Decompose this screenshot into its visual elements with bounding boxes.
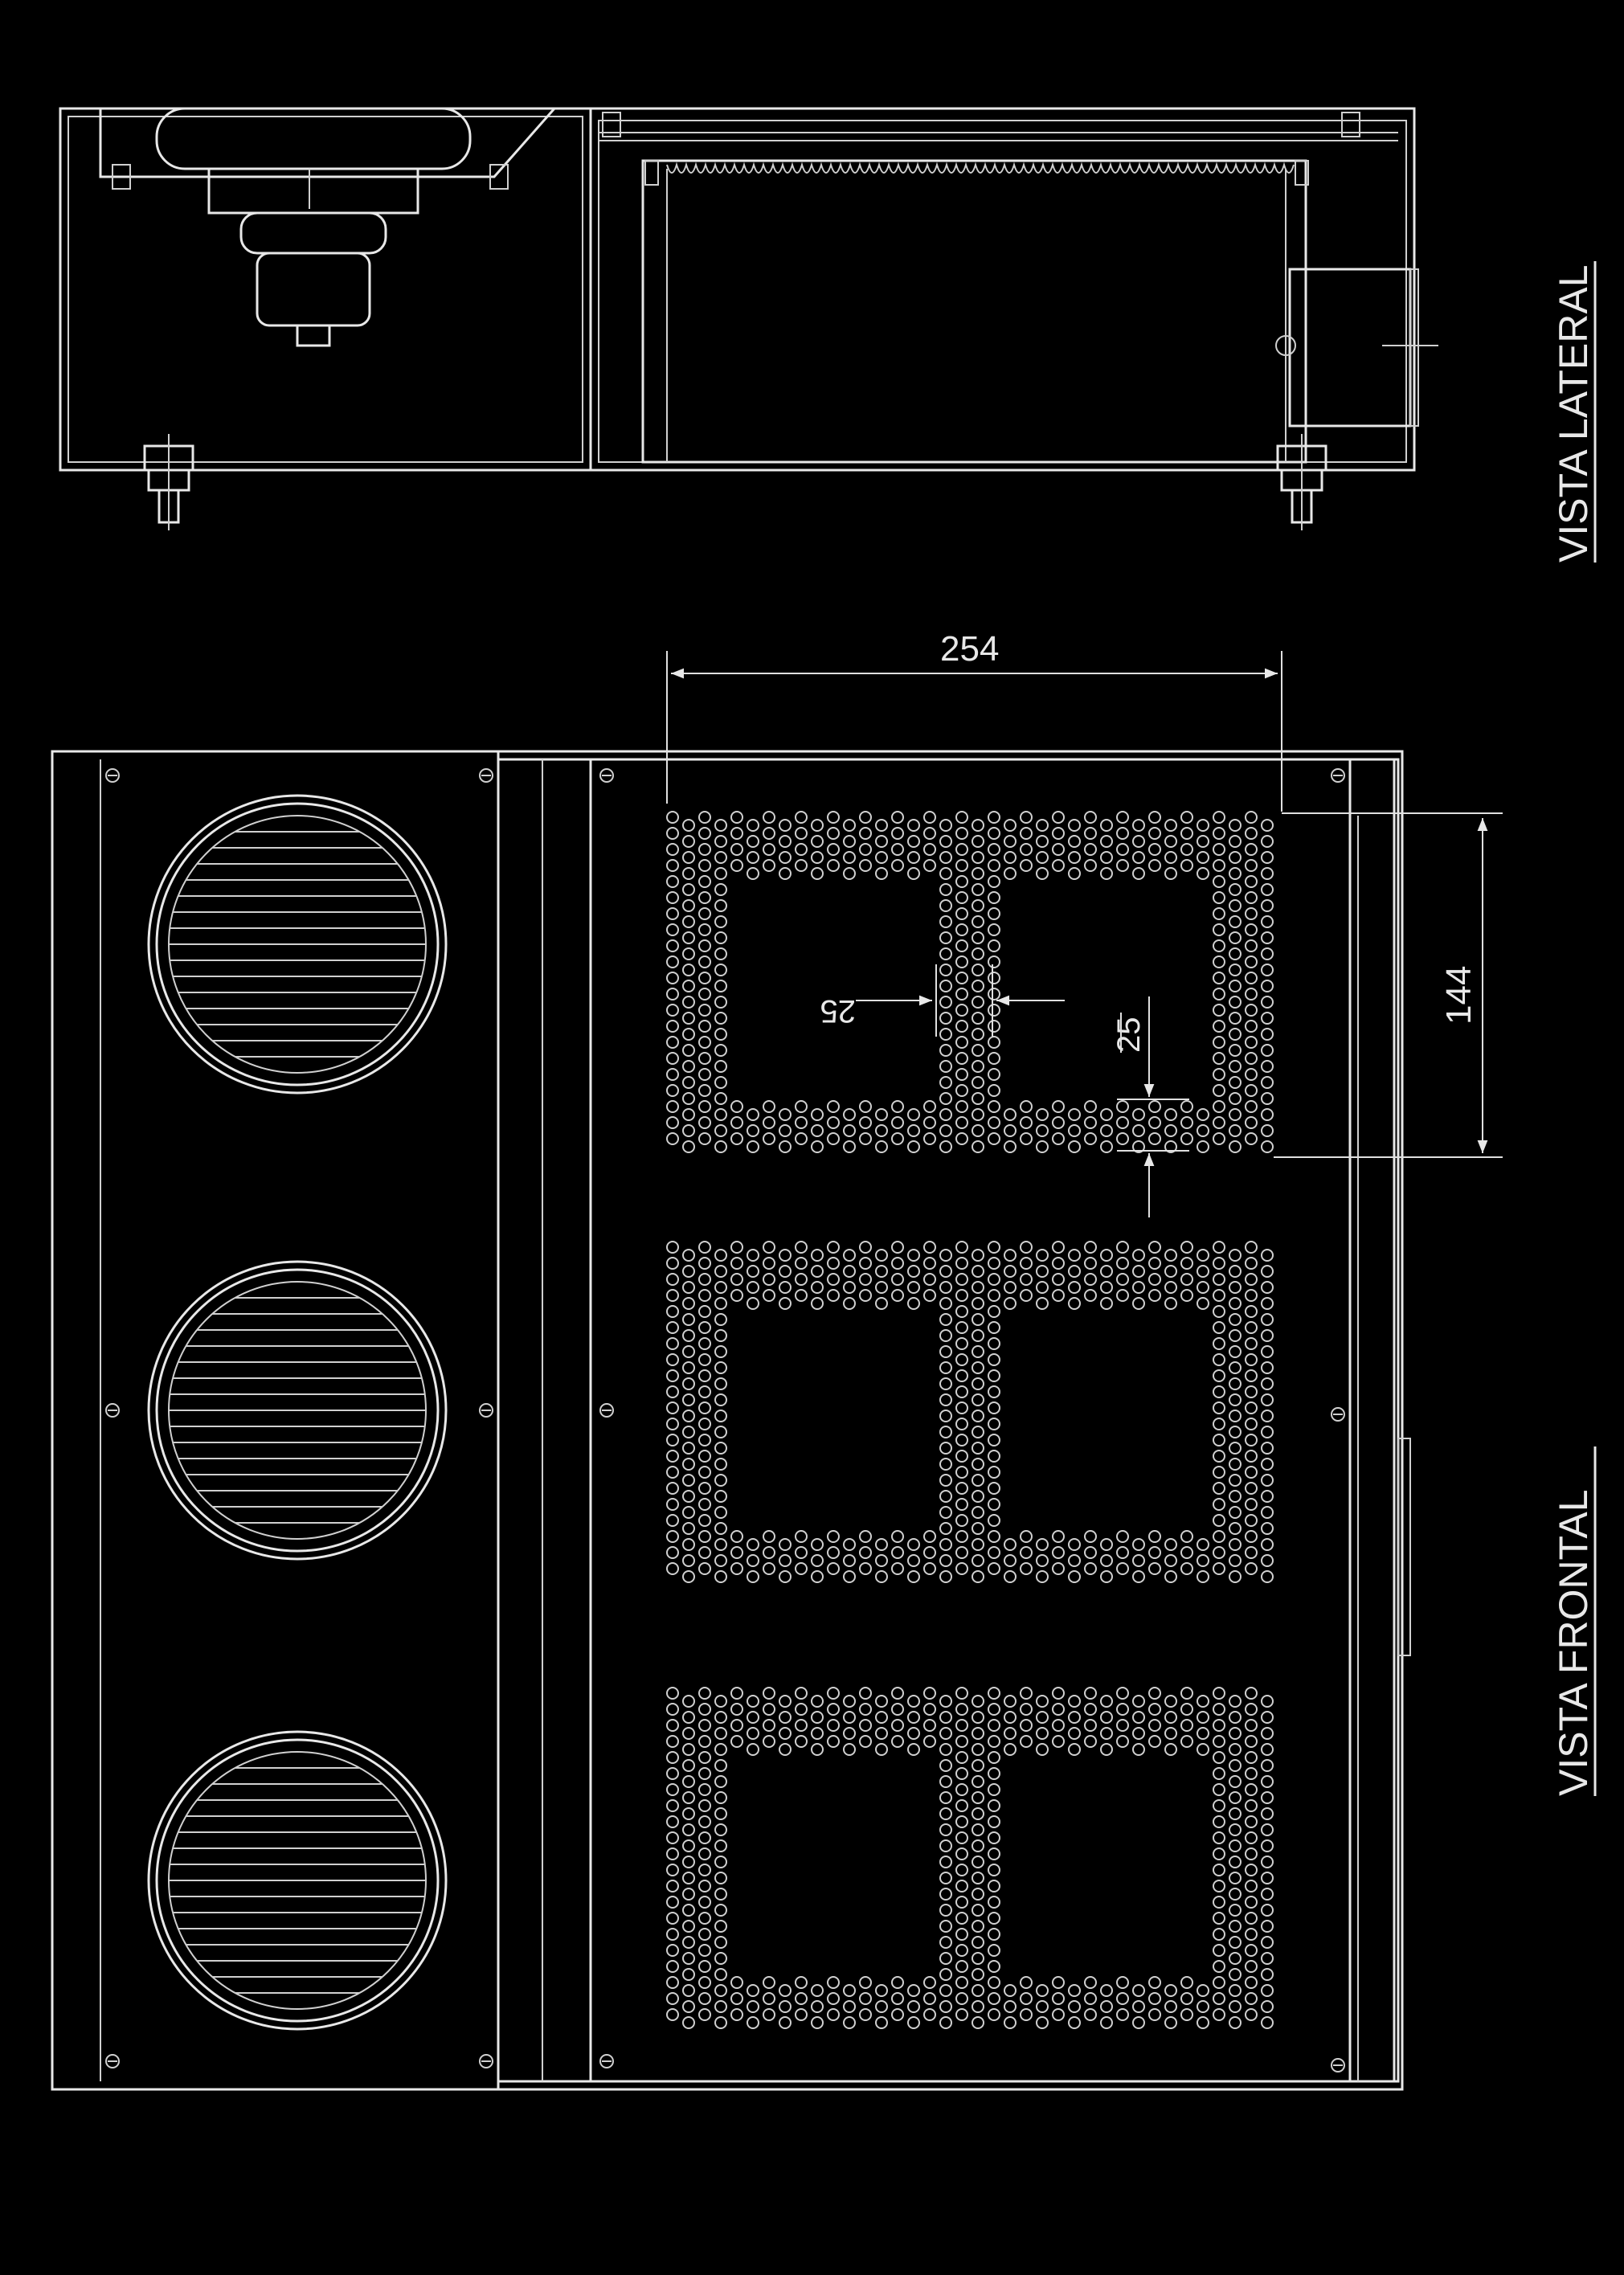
- dimension-bar-vertical: 25: [1111, 996, 1189, 1217]
- front-separator-rail: [497, 758, 592, 2083]
- side-inner-panel: [641, 159, 1307, 464]
- lamp: [147, 1260, 448, 1561]
- side-view-label: VISTA LATERAL: [1551, 264, 1596, 563]
- dimension-height: 144: [1274, 812, 1503, 1158]
- screw-icon: [1331, 768, 1345, 783]
- front-lamps: [147, 794, 448, 2031]
- dimension-width: 254: [666, 629, 1282, 812]
- side-mounting-bolt-left: [143, 434, 194, 530]
- side-mounting-bolt-right: [1276, 434, 1327, 530]
- dimension-bar-vertical-value: 25: [1111, 1017, 1147, 1054]
- side-right-compartment: [589, 107, 1416, 472]
- dimension-bar-horizontal-value: 25: [820, 993, 857, 1029]
- screw-icon: [1331, 1407, 1345, 1422]
- screw-icon: [479, 1403, 493, 1418]
- screw-icon: [1331, 2058, 1345, 2072]
- front-outer-frame: [51, 750, 1404, 2091]
- digit: [666, 1241, 1274, 1583]
- front-right-rail: [1348, 758, 1400, 2083]
- digit: [666, 1687, 1274, 2029]
- screw-icon: [105, 768, 120, 783]
- screw-icon: [599, 2054, 614, 2068]
- front-screws: [105, 768, 1345, 2072]
- side-lamp-housing: [155, 107, 472, 347]
- side-left-compartment: [59, 107, 592, 472]
- screw-icon: [105, 1403, 120, 1418]
- front-digit-panel: [589, 758, 1396, 2083]
- screw-icon: [599, 1403, 614, 1418]
- front-view-label: VISTA FRONTAL: [1551, 1489, 1596, 1796]
- dimension-bar-horizontal: 25: [820, 964, 1065, 1037]
- digit: [666, 811, 1274, 1153]
- side-connector-box: [1288, 268, 1412, 428]
- dimension-width-value: 254: [940, 629, 999, 669]
- lamp: [147, 794, 448, 1095]
- dimension-height-value: 144: [1439, 966, 1479, 1025]
- front-lamp-panel: [51, 750, 500, 2091]
- side-screws: [112, 112, 1360, 190]
- front-side-handle: [1397, 1438, 1411, 1656]
- screw-icon: [479, 768, 493, 783]
- front-view: [51, 750, 1411, 2091]
- side-view: [59, 107, 1438, 530]
- screw-icon: [479, 2054, 493, 2068]
- screw-icon: [105, 2054, 120, 2068]
- lamp: [147, 1730, 448, 2031]
- front-digit-display: [666, 811, 1274, 2029]
- screw-icon: [599, 768, 614, 783]
